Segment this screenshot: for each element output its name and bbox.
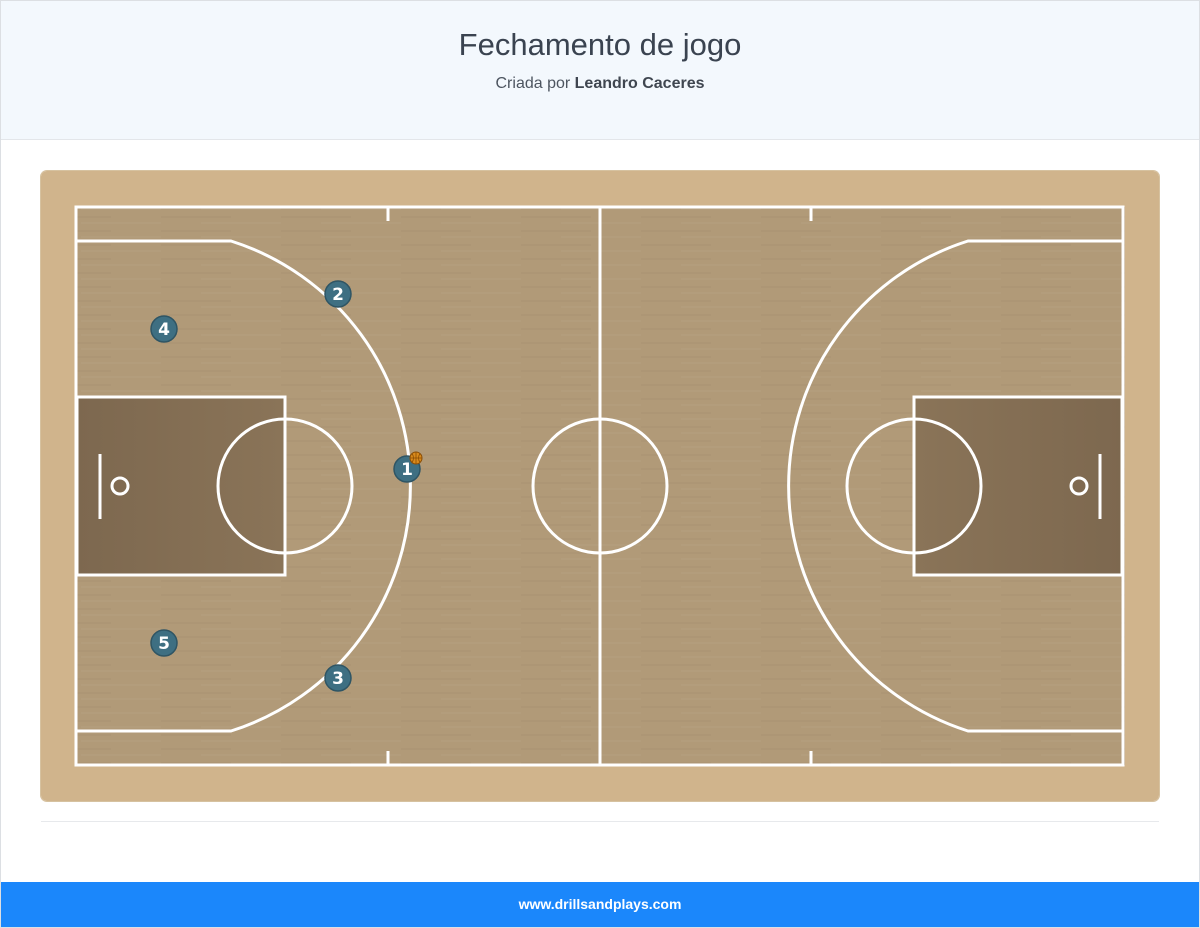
svg-text:3: 3	[332, 669, 344, 689]
player-4[interactable]: 4	[150, 315, 178, 343]
content-divider	[41, 821, 1159, 822]
player-2[interactable]: 2	[324, 280, 352, 308]
left-free-throw-circle	[216, 417, 354, 555]
page-title: Fechamento de jogo	[458, 27, 742, 62]
right-free-throw-circle	[845, 417, 983, 555]
footer-site-link[interactable]: www.drillsandplays.com	[518, 896, 682, 912]
left-key	[75, 395, 287, 577]
page-footer: www.drillsandplays.com	[1, 882, 1199, 927]
author-name: Leandro Caceres	[574, 75, 705, 92]
byline-prefix: Criada por	[495, 75, 571, 92]
svg-text:1: 1	[401, 460, 413, 480]
basketball-icon	[409, 451, 423, 465]
player-5[interactable]: 5	[150, 629, 178, 657]
page-header: Fechamento de jogo Criada por Leandro Ca…	[1, 1, 1199, 140]
svg-text:2: 2	[332, 285, 344, 305]
svg-text:5: 5	[158, 634, 170, 654]
right-rim	[1069, 476, 1089, 496]
left-rim	[110, 476, 130, 496]
left-three-point-line	[77, 239, 412, 733]
svg-text:4: 4	[158, 320, 170, 340]
center-circle	[531, 417, 669, 555]
left-paint	[77, 397, 285, 575]
author-byline: Criada por Leandro Caceres	[1, 75, 1199, 93]
right-key	[912, 395, 1124, 577]
basketball-court: 1 2 3 4 5	[41, 171, 1159, 801]
right-three-point-line	[787, 239, 1122, 733]
player-3[interactable]: 3	[324, 664, 352, 692]
right-paint	[914, 397, 1122, 575]
